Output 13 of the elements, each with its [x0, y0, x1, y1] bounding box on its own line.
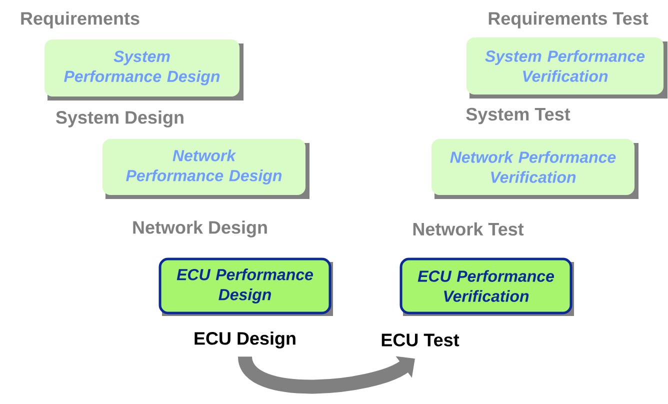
stage-label: Network Test [413, 222, 524, 236]
process-box: ECU Performance Design [158, 258, 332, 314]
process-box: Network Performance Verification [432, 139, 634, 195]
process-box: System Performance Design [44, 40, 240, 96]
stage-label: System Test [466, 108, 570, 124]
process-box: Network Performance Design [102, 139, 306, 195]
arrow [238, 354, 415, 394]
stage-label: ECU Test [382, 334, 460, 346]
stage-label: Network Design [133, 220, 267, 238]
stage-label: ECU Design [194, 332, 296, 348]
process-box: System Performance Verification [466, 38, 664, 94]
process-box: ECU Performance Verification [400, 258, 572, 314]
stage-label: System Design [56, 110, 184, 128]
